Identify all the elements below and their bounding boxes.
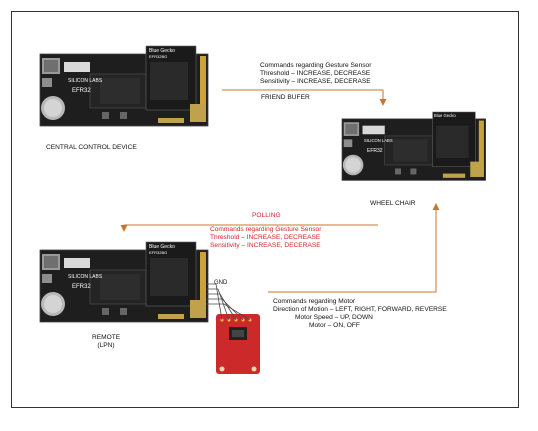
remote-board-image xyxy=(39,241,209,323)
wheelchair-board-image xyxy=(341,111,487,181)
board-brand-text: SILICON LABS xyxy=(68,78,103,84)
gesture-commands-mid: Commands regarding Gesture Sensor Thresh… xyxy=(210,226,321,250)
gesture-sensor-image xyxy=(216,314,260,374)
wheelchair-label: WHEEL CHAIR xyxy=(370,200,416,207)
module-title-text: Blue Gecko xyxy=(434,113,456,118)
arrow-polling xyxy=(120,224,378,232)
board-brand-text: SILICON LABS xyxy=(364,138,393,143)
motor-line4: Motor – ON, OFF xyxy=(309,322,360,329)
gesture-mid-line2: Threshold – INCREASE, DECREASE xyxy=(210,234,321,241)
arrow-central-to-wheelchair xyxy=(222,89,387,106)
module-title-text: Blue Gecko xyxy=(149,48,175,54)
motor-line2: Direction of Motion – LEFT, RIGHT, FORWA… xyxy=(273,306,447,313)
pin-gnd-label: GND xyxy=(214,280,228,286)
motor-line1: Commands regarding Motor xyxy=(273,298,356,305)
flow-arrows xyxy=(120,89,440,293)
sensor-wires xyxy=(206,283,251,321)
gesture-top-line1: Commands regarding Gesture Sensor xyxy=(260,62,372,69)
remote-label-line2: (LPN) xyxy=(97,342,115,349)
module-sub-text: EFR32BG xyxy=(149,54,167,59)
gesture-top-line3: Sensitivity – INCREASE, DECERASE xyxy=(260,78,371,85)
gesture-commands-top: Commands regarding Gesture Sensor Thresh… xyxy=(260,62,371,86)
motor-commands: Commands regarding Motor Direction of Mo… xyxy=(273,298,447,330)
polling-label: POLLING xyxy=(252,212,281,219)
board-lettering: SILICON LABS EFR32 Blue Gecko EFR32BG SI… xyxy=(68,48,456,290)
gesture-top-line2: Threshold – INCREASE, DECREASE xyxy=(260,70,371,77)
module-title-text: Blue Gecko xyxy=(149,244,175,250)
board-chip-text: EFR32 xyxy=(367,148,383,154)
friend-buffer-label: FRIEND BUFER xyxy=(261,94,310,101)
board-brand-text: SILICON LABS xyxy=(68,274,103,280)
gesture-mid-line1: Commands regarding Gesture Sensor xyxy=(210,226,322,233)
board-chip-text: EFR32 xyxy=(72,88,91,94)
central-board-image xyxy=(39,45,209,127)
arrow-remote-to-wheelchair xyxy=(268,203,440,293)
board-chip-text: EFR32 xyxy=(72,284,91,290)
central-device-label: CENTRAL CONTROL DEVICE xyxy=(46,144,137,151)
gesture-mid-line3: Sensitivity – INCREASE, DECERASE xyxy=(210,242,321,249)
motor-line3: Motor Speed – UP, DOWN xyxy=(295,314,373,321)
remote-label-line1: REMOTE xyxy=(92,334,121,341)
remote-label: REMOTE (LPN) xyxy=(92,334,120,350)
module-sub-text: EFR32BG xyxy=(149,250,167,255)
